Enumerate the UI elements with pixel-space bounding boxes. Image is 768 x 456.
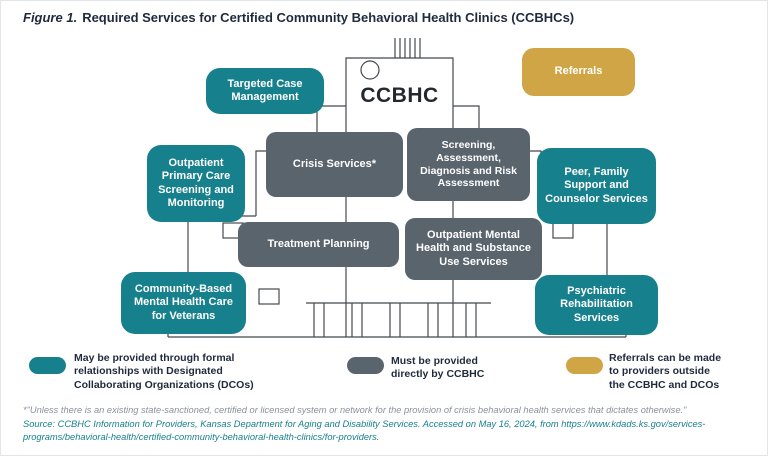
legend-swatch-ccbhc [347,357,384,374]
legend-swatch-referral [566,357,603,374]
node-referrals: Referrals [522,48,635,96]
legend-swatch-dco [29,357,66,374]
node-peer-family-support: Peer, Family Support and Counselor Servi… [537,148,656,224]
figure-label: Figure 1. [23,10,78,25]
legend-label-ccbhc: Must be provided directly by CCBHC [391,355,485,381]
node-community-veterans: Community-Based Mental Health Care for V… [121,272,246,334]
node-crisis-services: Crisis Services* [266,132,403,197]
dome-window-icon [360,60,380,80]
figure-title: Required Services for Certified Communit… [82,10,575,25]
node-treatment-planning: Treatment Planning [238,222,399,267]
figure-header: Figure 1. Required Services for Certified… [23,10,574,25]
node-psychiatric-rehab: Psychiatric Rehabilitation Services [535,275,658,335]
footnote-text: *"Unless there is an existing state-sanc… [23,405,687,415]
tower-outline [345,57,454,123]
node-screening-assessment: Screening, Assessment, Diagnosis and Ris… [407,128,530,201]
node-outpatient-mental-health: Outpatient Mental Health and Substance U… [405,218,542,280]
source-citation: Source: CCBHC Information for Providers,… [23,419,706,442]
node-outpatient-primary-care: Outpatient Primary Care Screening and Mo… [147,145,245,222]
legend-label-dco: May be provided through formal relations… [74,352,254,391]
building-label: CCBHC [360,84,439,107]
window-icon [552,222,574,239]
roof-hatch-lines [394,38,421,58]
node-targeted-case-management: Targeted Case Management [206,68,324,114]
legend-label-referral: Referrals can be made to providers outsi… [609,352,722,391]
window-icon [258,288,280,305]
